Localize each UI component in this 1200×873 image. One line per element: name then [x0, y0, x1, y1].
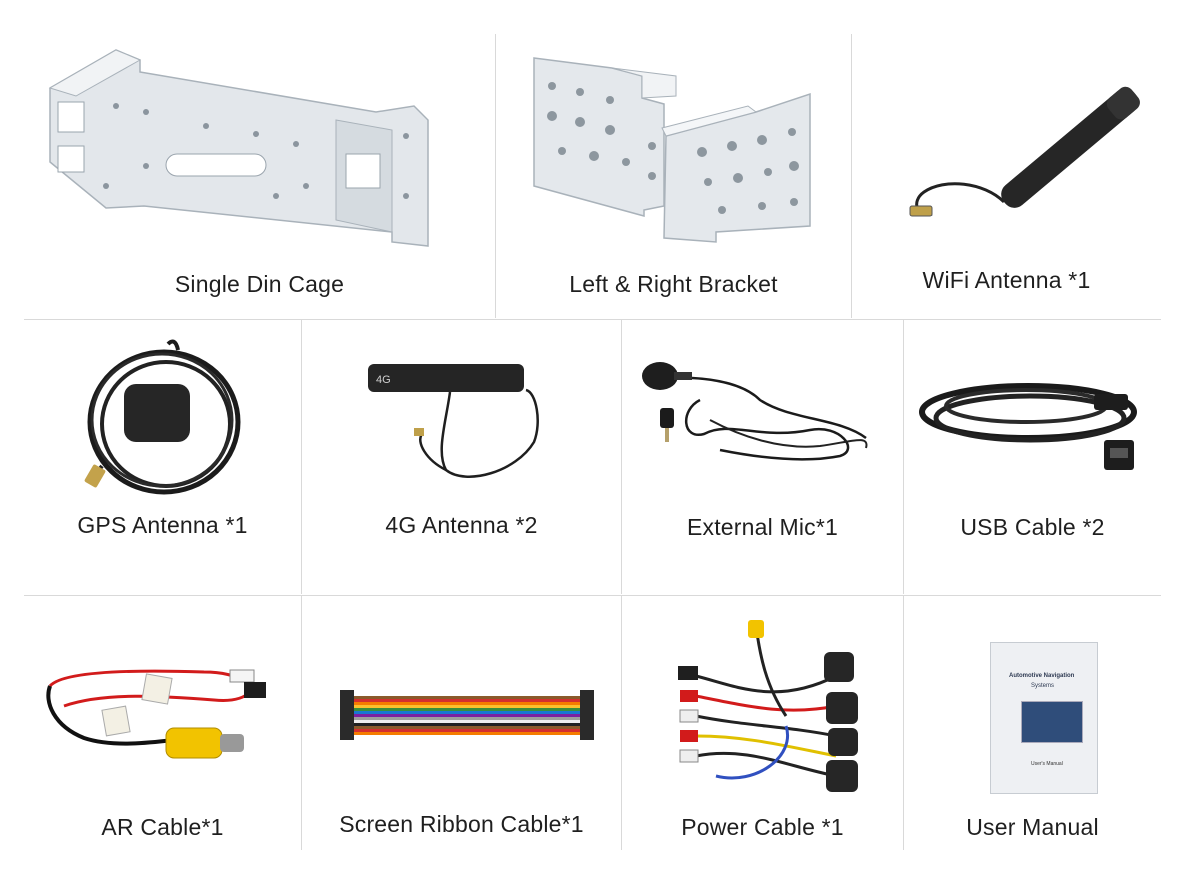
divider: [621, 596, 622, 850]
ribbon-cable-icon: [340, 688, 594, 744]
power-harness-icon: [656, 616, 876, 796]
divider: [301, 320, 302, 594]
usb-cable-icon: [918, 376, 1150, 476]
divider: [301, 596, 302, 850]
divider: [24, 595, 1161, 596]
manual-title: Automotive Navigation: [1009, 673, 1075, 679]
manual-subtitle: Systems: [1031, 683, 1055, 689]
item-label: AR Cable*1: [101, 814, 224, 840]
metal-cage-icon: [46, 46, 436, 256]
item-label: External Mic*1: [686, 514, 839, 540]
item-screen-ribbon-cable: Screen Ribbon Cable*1: [302, 596, 621, 850]
item-label: Screen Ribbon Cable*1: [339, 811, 584, 837]
item-4g-antenna: 4G 4G Antenna *2: [302, 320, 621, 594]
item-ar-cable: AR Cable*1: [24, 596, 301, 850]
4g-antenna-icon: 4G: [366, 362, 546, 482]
bracket-pair-icon: [532, 56, 822, 246]
item-label: WiFi Antenna *1: [922, 267, 1091, 293]
manual-book-icon: Automotive Navigation Systems User's Man…: [990, 642, 1098, 794]
antenna-4g-mark: 4G: [376, 374, 391, 386]
microphone-icon: [640, 360, 880, 470]
item-label: GPS Antenna *1: [77, 512, 248, 538]
wifi-antenna-icon: [904, 82, 1144, 242]
divider: [621, 320, 622, 594]
item-wifi-antenna: WiFi Antenna *1: [852, 34, 1161, 318]
item-label: User Manual: [966, 814, 1099, 840]
item-external-mic: External Mic*1: [622, 320, 903, 594]
item-usb-cable: USB Cable *2: [904, 320, 1161, 594]
divider: [495, 34, 496, 318]
item-left-right-bracket: Left & Right Bracket: [496, 34, 851, 318]
item-label: Power Cable *1: [681, 814, 844, 840]
divider: [851, 34, 852, 318]
item-label: Left & Right Bracket: [569, 271, 778, 297]
item-label: USB Cable *2: [960, 514, 1105, 540]
manual-screen-image: [1021, 701, 1083, 743]
divider: [903, 320, 904, 594]
divider: [24, 319, 1161, 320]
item-gps-antenna: GPS Antenna *1: [24, 320, 301, 594]
ar-cable-icon: [44, 662, 274, 762]
item-user-manual: Automotive Navigation Systems User's Man…: [904, 596, 1161, 850]
item-label: 4G Antenna *2: [385, 512, 538, 538]
item-single-din-cage: Single Din Cage: [24, 34, 495, 318]
gps-antenna-icon: [82, 338, 242, 498]
divider: [903, 596, 904, 850]
item-power-cable: Power Cable *1: [622, 596, 903, 850]
item-label: Single Din Cage: [174, 271, 345, 297]
manual-footer: User's Manual: [1031, 761, 1063, 767]
